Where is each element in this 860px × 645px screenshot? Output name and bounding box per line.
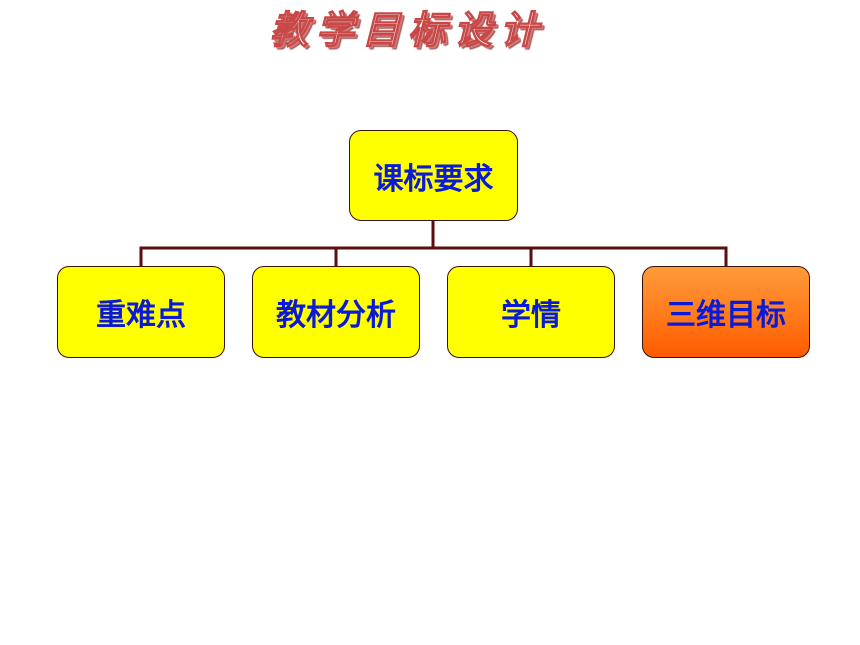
- node-label: 教材分析: [276, 298, 396, 333]
- node-zhongnandian: 重难点: [57, 266, 225, 358]
- slide-title: 教学目标设计: [269, 6, 546, 52]
- node-label: 学情: [501, 298, 561, 333]
- node-label: 三维目标: [666, 298, 786, 333]
- node-jiaocai-fenxi: 教材分析: [252, 266, 420, 358]
- node-sanwei-mubiao: 三维目标: [642, 266, 810, 358]
- node-xueqing: 学情: [447, 266, 615, 358]
- node-kebiao-yaoqiu: 课标要求: [349, 130, 518, 221]
- node-label: 重难点: [96, 298, 186, 333]
- node-label: 课标要求: [373, 161, 494, 197]
